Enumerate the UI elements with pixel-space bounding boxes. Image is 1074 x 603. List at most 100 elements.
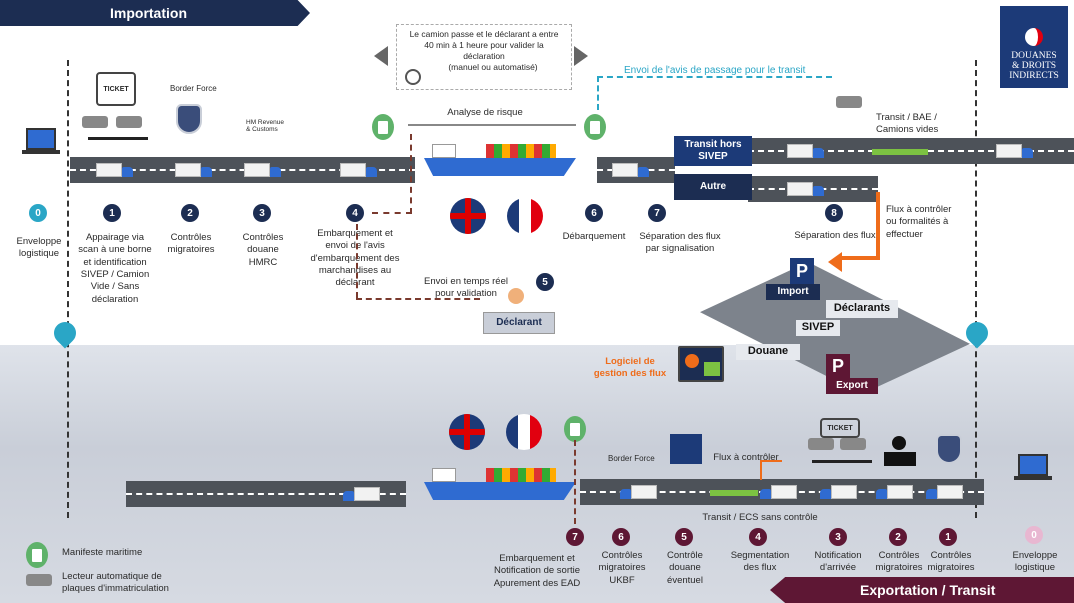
export-step-5: 5 (675, 528, 693, 546)
import-step-7: 7 (648, 204, 666, 222)
import-step-3-label: Contrôles douane HMRC (242, 232, 284, 268)
import-step-1: 1 (103, 204, 121, 222)
declarant-label: Déclarant (496, 317, 542, 328)
transit-hors-sivep-label: Transit hors SIVEP (684, 139, 742, 162)
import-step-7-label: Séparation des flux par signalisation (639, 231, 721, 255)
laptop-icon-export (1014, 454, 1052, 490)
hmrc-label-import: HM Revenue & Customs (246, 119, 284, 134)
import-step-4-num: 4 (352, 207, 358, 219)
timing-arrow-right-icon (574, 46, 588, 66)
import-boundary-left (67, 60, 69, 518)
import-banner: Importation (0, 0, 310, 26)
timing-arrow-left-icon (374, 46, 388, 66)
export-step-2: 2 (889, 528, 907, 546)
import-step-0-num: 0 (35, 207, 41, 219)
truck-import-3 (244, 163, 282, 177)
shield-icon-export (936, 434, 962, 464)
green-arrow-transit-icon (872, 149, 928, 155)
manifest-doc-icon-export (564, 416, 586, 442)
import-step-3: 3 (253, 204, 271, 222)
import-step-1-label: Appairage via scan à une borne et identi… (78, 232, 152, 305)
douanes-mini-logo-export (670, 434, 702, 464)
export-step-6: 6 (612, 528, 630, 546)
import-step-8: 8 (825, 204, 843, 222)
export-step-2-label: Contrôles migratoires (875, 550, 923, 574)
import-step-6-label: Débarquement (562, 231, 626, 242)
parking-export-sign: P (826, 354, 850, 380)
ferry-ship-import (424, 136, 576, 178)
clock-icon (405, 69, 421, 85)
import-step-0-label: Enveloppe logistique (16, 236, 62, 260)
truck-export-3 (760, 485, 798, 499)
parking-import-label: P (795, 261, 808, 282)
hub-declarants-badge: Déclarants (826, 300, 898, 318)
export-title: Exportation / Transit (860, 582, 996, 598)
flux-control-label: Flux à contrôler ou formalités à effectu… (886, 204, 952, 240)
truck-import-4 (340, 163, 378, 177)
border-force-label-export: Border Force (608, 454, 655, 463)
uk-flag-icon-export (449, 414, 485, 450)
export-step-4: 4 (749, 528, 767, 546)
export-step-0-num: 0 (1031, 529, 1037, 541)
laptop-icon-import (22, 128, 60, 164)
export-banner: Exportation / Transit (770, 577, 1074, 603)
hub-sivep-badge: SIVEP (796, 320, 840, 336)
customs-officer-icon (884, 436, 916, 468)
hub-douane-label: Douane (747, 345, 789, 358)
truck-import-1 (96, 163, 134, 177)
truck-export-5 (876, 485, 914, 499)
hub-declarants-label: Déclarants (833, 302, 891, 315)
manifest-doc-icon-import-left (372, 114, 394, 140)
realtime-label: Envoi en temps réel pour validation (424, 276, 508, 300)
camera-icon-export (808, 438, 868, 452)
import-step-6-num: 6 (591, 207, 597, 219)
legend-manifest-icon (26, 542, 48, 568)
ferry-ship-export (424, 458, 576, 502)
risk-analysis-label: Analyse de risque (447, 107, 523, 118)
export-step-7-num: 7 (572, 531, 578, 543)
import-step-4-label: Embarquement et envoi de l'avis d'embarq… (310, 228, 400, 289)
ticket-machine-icon-import: TICKET (96, 72, 136, 106)
import-step-2-label: Contrôles migratoires (167, 232, 215, 256)
logo-line-1: DOUANES (1011, 51, 1057, 62)
truck-export-2 (620, 485, 658, 499)
legend-manifest-label: Manifeste maritime (62, 547, 143, 558)
border-force-label-import: Border Force (170, 84, 217, 93)
ticket-label-import: TICKET (103, 85, 129, 93)
transit-bae-label: Transit / BAE / Camions vides (876, 112, 939, 136)
truck-import-2 (175, 163, 213, 177)
software-label: Logiciel de gestion des flux (593, 356, 667, 380)
truck-import-5 (612, 163, 650, 177)
transit-ecs-label: Transit / ECS sans contrôle (702, 512, 818, 523)
parking-export-label: P (831, 356, 844, 377)
export-step-4-label: Segmentation des flux (730, 550, 790, 574)
import-step-2-num: 2 (187, 207, 193, 219)
truck-export-6 (926, 485, 964, 499)
flux-control-arrow (838, 192, 880, 260)
import-step-7-num: 7 (654, 207, 660, 219)
import-step-0: 0 (29, 204, 47, 222)
douanes-logo: DOUANES & DROITS INDIRECTS (1000, 6, 1068, 88)
hmrc-logo-import: HM Revenue & Customs (246, 112, 296, 133)
timing-note-line-2: 40 min à 1 heure pour valider la (424, 40, 544, 51)
export-step-5-label: Contrôle douane éventuel (667, 550, 703, 586)
import-step-5: 5 (536, 273, 554, 291)
green-arrow-export-icon (710, 490, 758, 496)
manifest-doc-icon-import-right (584, 114, 606, 140)
shield-icon-import (176, 104, 202, 134)
import-step-1-num: 1 (109, 207, 115, 219)
hub-export-badge: Export (826, 378, 878, 394)
transit-notice-arrow (597, 76, 832, 110)
import-step-8-label: Séparation des flux (794, 230, 876, 241)
truck-export-4 (820, 485, 858, 499)
hub-export-label: Export (836, 380, 868, 391)
autre-label: Autre (699, 181, 727, 192)
export-step-0: 0 (1025, 526, 1043, 544)
hub-sivep-label: SIVEP (801, 321, 835, 334)
truck-export-1 (343, 487, 381, 501)
timing-note-line-1: Le camion passe et le déclarant a entre (409, 29, 559, 39)
export-step-3-label: Notification d'arrivée (814, 550, 862, 574)
export-step-1-label: Contrôles migratoires (927, 550, 975, 574)
france-flag-icon-export (506, 414, 542, 450)
camera-icon-import (82, 112, 144, 132)
